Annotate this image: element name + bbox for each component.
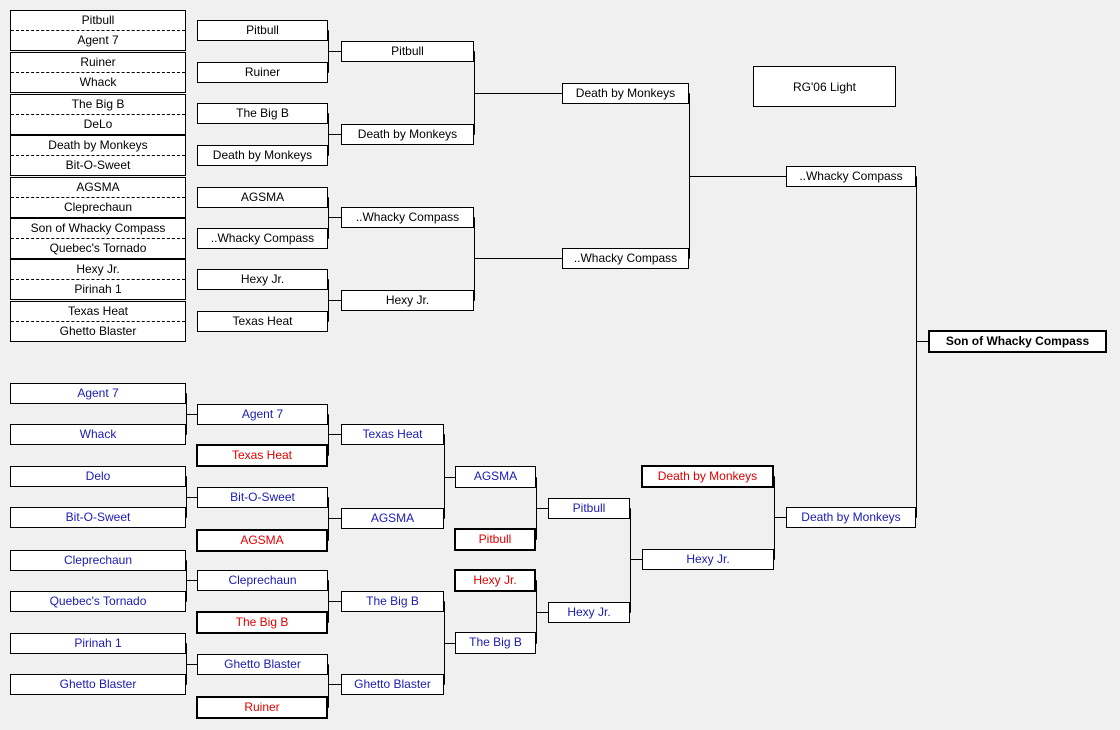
losers-r4-slot: The Big B: [455, 632, 536, 654]
team-slot: Pirinah 1: [74, 282, 122, 296]
winners-r2-slot: Texas Heat: [197, 311, 328, 332]
winners-final-slot: ..Whacky Compass: [786, 166, 916, 187]
losers-r2-slot: Bit-O-Sweet: [197, 487, 328, 508]
losers-final-slot: Death by Monkeys: [786, 507, 916, 528]
team-slot: Texas Heat: [11, 302, 185, 322]
winners-r1-match: Ruiner Whack: [10, 52, 186, 93]
team-slot: Ghetto Blaster: [59, 324, 137, 338]
losers-r1-slot: Agent 7: [10, 383, 186, 404]
losers-r4-slot: AGSMA: [455, 466, 536, 488]
winners-r3-slot: Pitbull: [341, 41, 474, 62]
team-slot: Death by Monkeys: [11, 136, 185, 156]
winners-r1-match: Death by Monkeys Bit-O-Sweet: [10, 135, 186, 176]
losers-r1-slot: Whack: [10, 424, 186, 445]
winners-r2-slot: AGSMA: [197, 187, 328, 208]
winners-r4-slot: Death by Monkeys: [562, 83, 689, 104]
team-slot: Cleprechaun: [63, 200, 133, 214]
losers-r2-drop-slot: Ruiner: [196, 696, 328, 719]
winners-r1-match: Hexy Jr. Pirinah 1: [10, 259, 186, 300]
winners-r1-match: Son of Whacky Compass Quebec's Tornado: [10, 218, 186, 259]
winners-r3-slot: ..Whacky Compass: [341, 207, 474, 228]
bracket-title: RG'06 Light: [753, 66, 896, 107]
team-slot: Hexy Jr.: [11, 260, 185, 280]
winners-r1-match: The Big B DeLo: [10, 94, 186, 135]
winners-r1-match: Pitbull Agent 7: [10, 10, 186, 51]
winners-r2-slot: The Big B: [197, 103, 328, 124]
winners-r1-match: AGSMA Cleprechaun: [10, 177, 186, 218]
team-slot: AGSMA: [11, 178, 185, 198]
winners-r4-slot: ..Whacky Compass: [562, 248, 689, 269]
losers-r1-slot: Pirinah 1: [10, 633, 186, 654]
winners-r3-slot: Death by Monkeys: [341, 124, 474, 145]
winners-r2-slot: Ruiner: [197, 62, 328, 83]
losers-r2-slot: Ghetto Blaster: [197, 654, 328, 675]
losers-r5-slot: Hexy Jr.: [548, 602, 630, 623]
team-slot: DeLo: [83, 117, 113, 131]
losers-r1-slot: Cleprechaun: [10, 550, 186, 571]
team-slot: The Big B: [11, 95, 185, 115]
losers-r1-slot: Ghetto Blaster: [10, 674, 186, 695]
losers-r3-slot: The Big B: [341, 591, 444, 612]
losers-r3-slot: Ghetto Blaster: [341, 674, 444, 695]
losers-r4-drop-slot: Pitbull: [454, 528, 536, 551]
losers-r2-drop-slot: AGSMA: [196, 529, 328, 552]
winners-r2-slot: Pitbull: [197, 20, 328, 41]
losers-r5-slot: Pitbull: [548, 498, 630, 519]
team-slot: Bit-O-Sweet: [65, 158, 131, 172]
losers-r2-slot: Agent 7: [197, 404, 328, 425]
losers-r1-slot: Delo: [10, 466, 186, 487]
losers-r2-slot: Cleprechaun: [197, 570, 328, 591]
losers-r6-drop-slot: Death by Monkeys: [641, 465, 774, 488]
winners-r2-slot: Hexy Jr.: [197, 269, 328, 290]
losers-r4-drop-slot: Hexy Jr.: [454, 569, 536, 592]
losers-r6-slot: Hexy Jr.: [642, 549, 774, 570]
winners-r1-match: Texas Heat Ghetto Blaster: [10, 301, 186, 342]
team-slot: Ruiner: [11, 53, 185, 73]
team-slot: Pitbull: [11, 11, 185, 31]
losers-r2-drop-slot: Texas Heat: [196, 444, 328, 467]
team-slot: Whack: [79, 75, 117, 89]
losers-r1-slot: Bit-O-Sweet: [10, 507, 186, 528]
team-slot: Son of Whacky Compass: [11, 219, 185, 239]
winners-r2-slot: Death by Monkeys: [197, 145, 328, 166]
team-slot: Quebec's Tornado: [49, 241, 147, 255]
winners-r3-slot: Hexy Jr.: [341, 290, 474, 311]
losers-r3-slot: AGSMA: [341, 508, 444, 529]
losers-r1-slot: Quebec's Tornado: [10, 591, 186, 612]
losers-r2-drop-slot: The Big B: [196, 611, 328, 634]
champion-slot: Son of Whacky Compass: [928, 330, 1107, 353]
winners-r2-slot: ..Whacky Compass: [197, 228, 328, 249]
losers-r3-slot: Texas Heat: [341, 424, 444, 445]
team-slot: Agent 7: [77, 33, 119, 47]
